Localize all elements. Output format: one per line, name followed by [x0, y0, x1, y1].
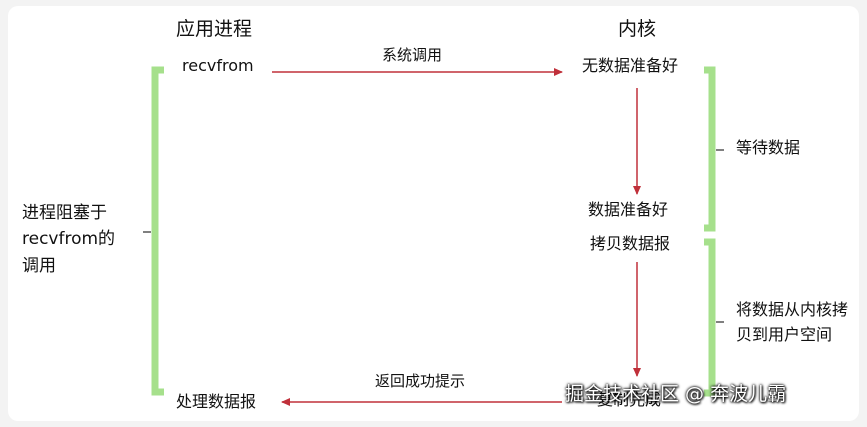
copy-phase-label: 将数据从内核拷 贝到用户空间: [736, 300, 849, 344]
watermark: 掘金技术社区 @ 奔波儿霸: [565, 383, 787, 405]
no-data-ready-label: 无数据准备好: [582, 56, 679, 75]
diagram-card: [8, 6, 859, 421]
process-blocked-label: 进程阻塞于 recvfrom的 调用: [22, 203, 116, 276]
copy-done-label: 复制完成: [597, 390, 662, 409]
recvfrom-call-label: recvfrom: [182, 56, 254, 75]
process-blocked-bracket: [143, 66, 164, 396]
copy-datagram-label: 拷贝数据报: [590, 234, 671, 253]
return-success-label: 返回成功提示: [375, 372, 466, 390]
process-datagram-label: 处理数据报: [176, 392, 257, 411]
syscall-label: 系统调用: [382, 46, 443, 64]
data-ready-label: 数据准备好: [588, 200, 669, 219]
process-column-header: 应用进程: [176, 18, 253, 40]
copy-data-bracket: [704, 238, 724, 397]
kernel-column-header: 内核: [618, 18, 657, 40]
wait-data-bracket: [704, 66, 724, 232]
wait-data-phase-label: 等待数据: [736, 138, 801, 157]
